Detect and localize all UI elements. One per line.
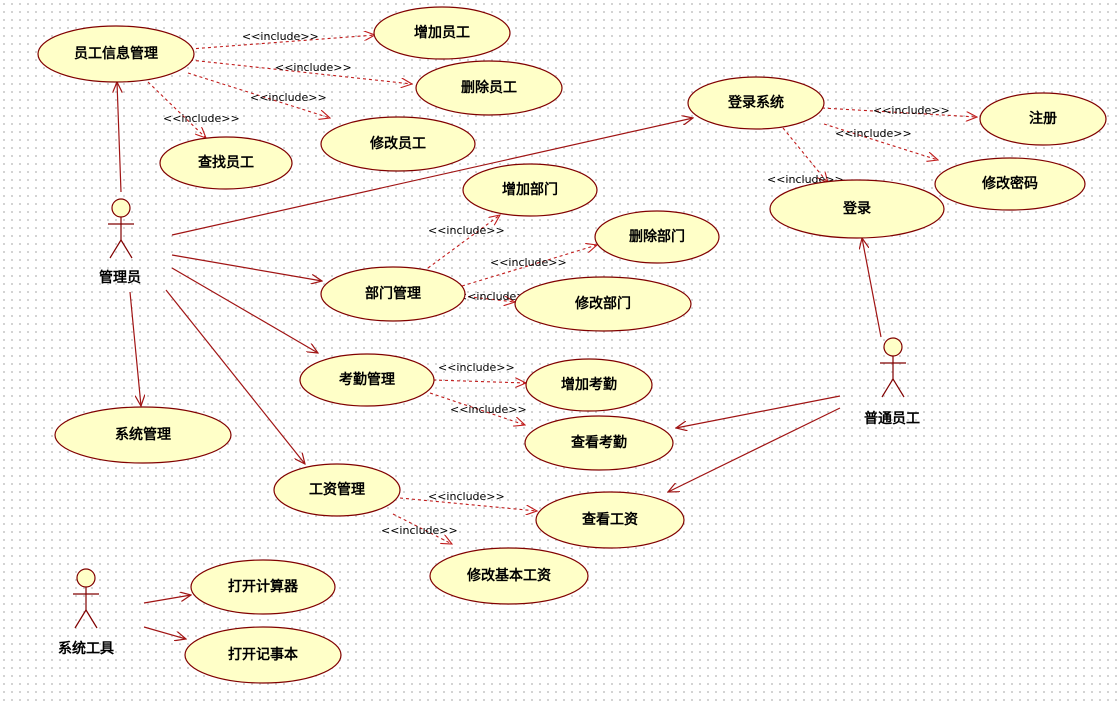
include-label: <<include>> xyxy=(835,127,912,140)
association-arrow xyxy=(676,395,841,428)
stick-figure-icon xyxy=(73,568,99,629)
association-arrow xyxy=(862,238,882,338)
include-label: <<include>> xyxy=(438,361,515,374)
association-arrow xyxy=(668,407,841,492)
include-arrow xyxy=(427,215,500,269)
actor-label: 普通员工 xyxy=(864,410,920,427)
association-arrow xyxy=(117,82,121,193)
usecase-label: 登录系统 xyxy=(727,94,784,111)
usecase-edit-base-salary[interactable]: 修改基本工资 xyxy=(429,547,589,605)
usecase-add-department[interactable]: 增加部门 xyxy=(462,163,598,217)
include-label: <<include>> xyxy=(450,403,527,416)
usecase-login[interactable]: 登录 xyxy=(769,179,945,239)
association-arrow xyxy=(143,595,191,604)
include-arrow xyxy=(392,513,452,544)
usecase-register[interactable]: 注册 xyxy=(979,92,1107,146)
include-arrow xyxy=(189,59,412,84)
include-arrow xyxy=(147,81,206,138)
usecase-label: 查看工资 xyxy=(582,511,638,528)
usecase-label: 员工信息管理 xyxy=(74,45,158,62)
usecase-label: 部门管理 xyxy=(365,285,421,302)
actor-system-tools[interactable]: 系统工具 xyxy=(58,568,114,657)
usecase-label: 删除部门 xyxy=(629,228,685,245)
usecase-open-notepad[interactable]: 打开记事本 xyxy=(184,626,342,684)
association-arrow xyxy=(171,254,322,281)
include-arrow xyxy=(187,72,330,118)
usecase-label: 考勤管理 xyxy=(339,371,395,388)
usecase-label: 打开记事本 xyxy=(228,646,299,663)
actor-employee[interactable]: 普通员工 xyxy=(864,337,920,427)
include-label: <<include>> xyxy=(163,112,240,125)
usecase-label: 修改基本工资 xyxy=(466,567,551,584)
include-relationships xyxy=(147,35,977,544)
include-arrow xyxy=(432,380,526,383)
usecase-system-management[interactable]: 系统管理 xyxy=(54,406,232,464)
actor-label: 管理员 xyxy=(99,269,141,286)
usecase-label: 注册 xyxy=(1029,110,1057,127)
usecase-emp-info[interactable]: 员工信息管理 xyxy=(37,25,195,83)
association-arrow xyxy=(171,267,318,353)
include-label: <<include>> xyxy=(381,524,458,537)
usecase-edit-department[interactable]: 修改部门 xyxy=(514,276,692,332)
usecase-delete-department[interactable]: 删除部门 xyxy=(594,210,720,264)
actor-label: 系统工具 xyxy=(58,640,114,657)
include-label: <<include>> xyxy=(490,256,567,269)
include-label: <<include>> xyxy=(428,224,505,237)
usecase-view-salary[interactable]: 查看工资 xyxy=(535,491,685,549)
usecase-salary-management[interactable]: 工资管理 xyxy=(273,463,401,517)
include-arrow xyxy=(821,107,977,117)
association-arrow xyxy=(171,118,693,236)
include-label: <<include>> xyxy=(428,490,505,503)
usecase-open-calculator[interactable]: 打开计算器 xyxy=(190,559,336,615)
stick-figure-icon xyxy=(108,198,134,259)
include-label: <<include>> xyxy=(250,91,327,104)
usecase-label: 修改部门 xyxy=(574,295,631,312)
usecase-label: 系统管理 xyxy=(115,426,171,443)
association-arrow xyxy=(165,289,305,464)
usecase-label: 修改员工 xyxy=(369,135,426,152)
include-arrow xyxy=(399,497,537,511)
usecase-label: 查看考勤 xyxy=(571,434,627,451)
usecase-label: 修改密码 xyxy=(981,175,1038,192)
actor-admin[interactable]: 管理员 xyxy=(99,198,141,286)
usecase-find-employee[interactable]: 查找员工 xyxy=(159,136,293,190)
usecase-label: 打开计算器 xyxy=(228,578,299,595)
usecase-label: 登录 xyxy=(842,200,871,217)
association-arrow xyxy=(129,291,141,406)
include-arrow xyxy=(189,35,375,50)
association-relationships xyxy=(117,82,882,639)
usecase-add-employee[interactable]: 增加员工 xyxy=(373,6,511,60)
include-arrow xyxy=(429,392,525,425)
usecase-department-management[interactable]: 部门管理 xyxy=(320,266,466,322)
usecase-label: 删除员工 xyxy=(461,79,517,96)
association-arrow xyxy=(143,626,186,639)
include-label: <<include>> xyxy=(275,61,352,74)
usecase-edit-employee[interactable]: 修改员工 xyxy=(320,116,476,172)
include-label: <<include>> xyxy=(873,104,950,117)
usecase-add-attendance[interactable]: 增加考勤 xyxy=(525,358,653,412)
usecase-delete-employee[interactable]: 删除员工 xyxy=(415,60,563,116)
usecase-label: 工资管理 xyxy=(309,481,365,498)
usecase-label: 查找员工 xyxy=(198,154,254,171)
usecase-change-password[interactable]: 修改密码 xyxy=(934,157,1086,211)
usecase-label: 增加部门 xyxy=(502,181,558,198)
usecase-login-system[interactable]: 登录系统 xyxy=(687,76,825,130)
include-arrow xyxy=(823,123,938,160)
include-label: <<include>> xyxy=(242,30,319,43)
stick-figure-icon xyxy=(880,337,906,398)
usecase-label: 增加考勤 xyxy=(561,376,617,393)
usecase-label: 增加员工 xyxy=(414,24,470,41)
usecase-attendance-management[interactable]: 考勤管理 xyxy=(299,353,435,407)
include-arrow xyxy=(461,295,515,302)
include-labels: <<include>> <<include>> <<include>> <<in… xyxy=(163,30,950,537)
usecase-view-attendance[interactable]: 查看考勤 xyxy=(524,415,674,471)
